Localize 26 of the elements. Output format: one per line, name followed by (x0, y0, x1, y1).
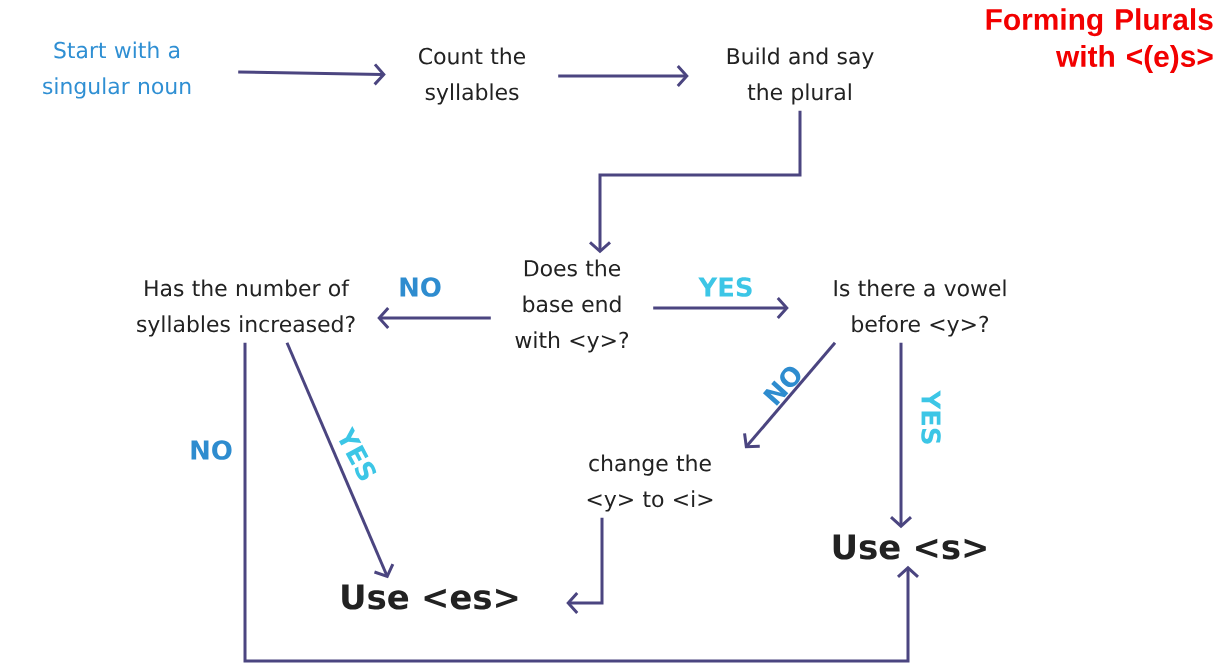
result-text: Use <es> (342, 584, 518, 610)
arrow (238, 63, 386, 86)
edge-label: YES (698, 277, 752, 297)
step-text: Start with a singular noun (43, 41, 191, 99)
step-text: Build and say the plural (727, 47, 874, 105)
arrow (285, 342, 395, 579)
step-text: Is there a vowel before <y>? (834, 279, 1006, 337)
arrow (558, 65, 689, 87)
arrow (566, 517, 604, 614)
step-text: Count the syllables (419, 47, 526, 105)
step-text: change the <y> to <i> (587, 454, 713, 512)
title: Forming Plurals with <(e)s> (986, 8, 1213, 73)
arrow (243, 342, 919, 663)
edge-label: NO (400, 277, 441, 297)
result-text: Use <s> (833, 534, 986, 560)
edge-label: NO (191, 440, 232, 460)
step-text: Has the number of syllables increased? (137, 279, 355, 337)
arrow (589, 110, 802, 254)
edge-label: YES (921, 390, 941, 444)
arrow (890, 342, 912, 529)
arrow (377, 307, 491, 329)
edge-label: YES (339, 426, 377, 481)
step-text: Does the base end with <y>? (515, 259, 629, 353)
arrow (743, 341, 837, 449)
arrow (653, 297, 789, 319)
edge-label: NO (762, 366, 801, 406)
